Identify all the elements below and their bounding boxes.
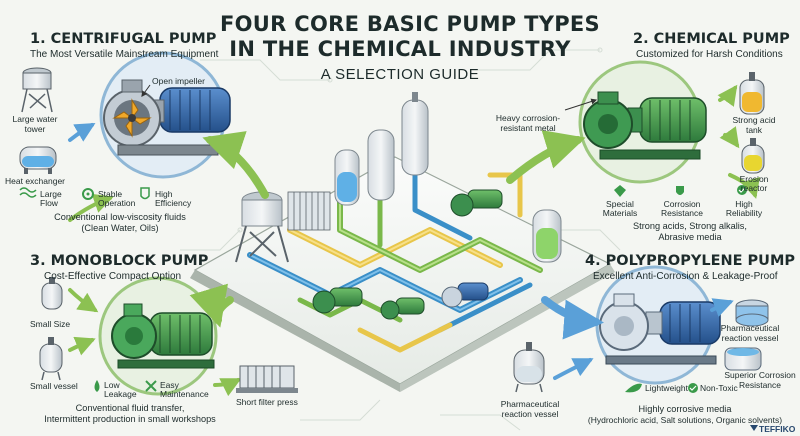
feature-special-materials-line1: Special [606,199,634,209]
acid-tank-label-line2: tank [745,125,763,135]
feature-high-reliability-line1: High [735,199,753,209]
drop-icon [94,380,100,392]
heavy-metal-callout-line1: Heavy corrosion- [495,113,561,123]
chemical-desc-line1: Strong acids, Strong alkalis, [633,221,747,231]
small-vessel-icon [39,337,63,381]
erosion-reactor-label-line1: Erosion [739,174,769,184]
centrifugal-desc-line1: Conventional low-viscosity fluids [54,212,186,222]
tower-label-line1: Large water [12,114,58,124]
feature-low-leakage-line2: Leakage [104,389,137,399]
section4-feature-icons [625,383,698,393]
feature-easy-maintenance-line2: Maintenance [160,389,209,399]
feature-large-flow-line2: Flow [40,198,58,208]
section1-feature-icons [19,187,150,200]
small-size-icon [41,277,63,310]
feature-superior-corrosion-line1: Superior Corrosion [724,370,796,380]
feature-stable-operation-line2: Operation [98,198,136,208]
feature-high-efficiency-line1: High [155,189,173,199]
chemical-pump-image [564,91,707,160]
badge-icon [737,185,747,195]
page-subtitle: A SELECTION GUIDE [320,66,480,83]
page-title-line2: IN THE CHEMICAL INDUSTRY [229,37,571,61]
pharma-left-label-line2: reaction vessel [501,409,559,419]
feature-high-reliability-line2: Reliability [725,208,763,218]
pharma-right-label-line2: reaction vessel [721,333,779,343]
polypropylene-desc-line1: Highly corrosive media [638,404,732,414]
heat-exchanger-icon [19,146,57,174]
section3-feature-icons [94,380,157,392]
feature-low-leakage-line1: Low [104,380,120,390]
acid-tank-icon [739,72,765,115]
chemical-title: 2. CHEMICAL PUMP [633,31,790,47]
monoblock-desc-line1: Conventional fluid transfer, [75,403,185,413]
check-icon [688,383,698,393]
pharma-vessel-right-icon [724,299,769,371]
feature-superior-corrosion-line2: Resistance [738,380,782,390]
feature-stable-operation-line1: Stable [98,189,123,199]
filter-press-label: Short filter press [236,397,298,407]
feature-high-efficiency-line2: Efficiency [155,198,192,208]
tower-label-line2: tower [24,124,46,134]
water-tower-icon [21,67,53,113]
background-traces [180,47,621,431]
filter-press-icon [236,365,298,393]
open-impeller-callout: Open impeller [152,76,205,86]
polypropylene-pump-image [599,293,721,365]
erosion-reactor-icon [741,138,765,174]
brand-logo-icon [750,425,758,431]
feature-easy-maintenance-line1: Easy [160,380,179,390]
centrifugal-subtitle: The Most Versatile Mainstream Equipment [30,49,219,60]
section2-feature-icons [614,185,747,197]
diamond-icon [614,185,626,197]
chemical-desc-line2: Abrasive media [658,232,722,242]
platform-equipment [235,92,562,320]
efficiency-icon [140,187,150,200]
feature-non-toxic: Non-Toxic [700,383,738,393]
feature-corrosion-resistance-line2: Resistance [660,208,704,218]
small-vessel-label: Small vessel [30,381,78,391]
polypropylene-desc-line2: (Hydrochloric acid, Salt solutions, Orga… [587,415,783,425]
flow-icon [19,187,37,193]
feature-large-flow-line1: Large [40,189,62,199]
centrifugal-pump-image [103,79,231,156]
feature-special-materials-line2: Materials [602,208,638,218]
centrifugal-desc-line2: (Clean Water, Oils) [81,223,159,233]
page-title-line1: FOUR CORE BASIC PUMP TYPES [220,12,600,36]
chemical-subtitle: Customized for Harsh Conditions [636,49,783,60]
monoblock-desc-line2: Intermittent production in small worksho… [44,414,216,424]
feature-corrosion-resistance-line1: Corrosion [663,199,701,209]
acid-tank-label-line1: Strong acid [732,115,776,125]
leaf-icon [625,383,642,393]
gear-icon [82,188,94,200]
heavy-metal-callout-line2: resistant metal [500,123,556,133]
heat-exchanger-label: Heat exchanger [5,176,66,186]
feature-lightweight: Lightweight [645,383,689,393]
flow-arrows [68,84,760,397]
small-size-label: Small Size [30,319,71,329]
polypropylene-title: 4. POLYPROPYLENE PUMP [585,253,796,269]
pharma-right-label-line1: Pharmaceutical [720,323,780,333]
monoblock-title: 3. MONOBLOCK PUMP [30,253,209,269]
shield-icon [676,186,684,195]
brand-name: TEFFIKO [759,424,796,434]
pharma-left-label-line1: Pharmaceutical [500,399,560,409]
erosion-reactor-label-line2: reactor [740,183,768,193]
monoblock-subtitle: Cost-Effective Compact Option [44,271,182,282]
centrifugal-title: 1. CENTRIFUGAL PUMP [30,31,217,47]
polypropylene-subtitle: Excellent Anti-Corrosion & Leakage-Proof [593,271,778,282]
pharma-vessel-left-icon [513,342,545,393]
tools-icon [145,380,157,392]
